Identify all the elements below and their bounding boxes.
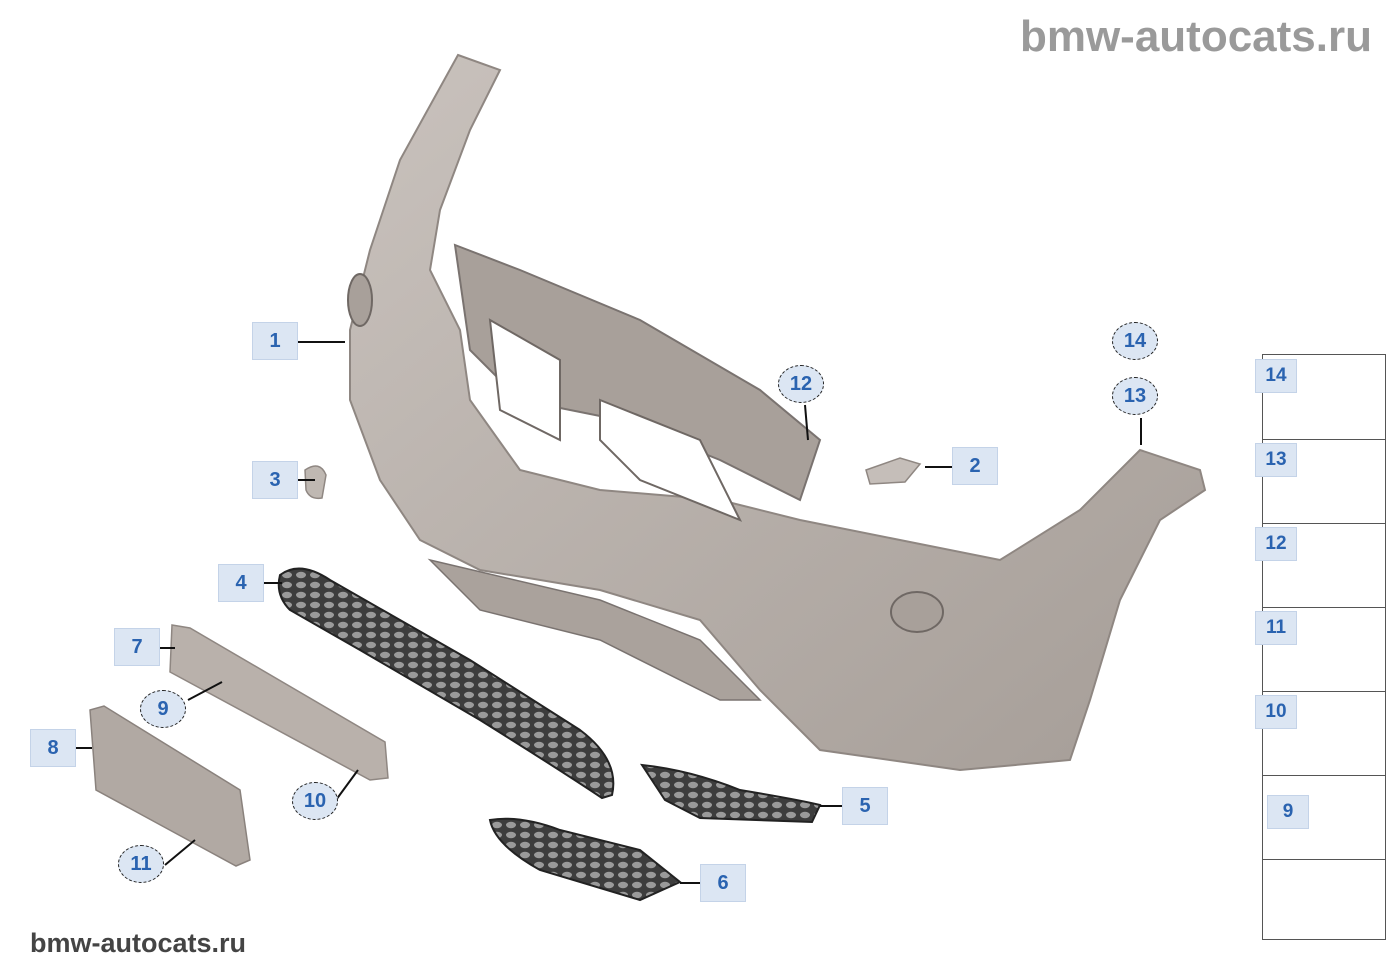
tow-hook-cover [865, 457, 922, 485]
cover-left [304, 465, 327, 500]
legend-number: 13 [1255, 443, 1297, 477]
legend-row-11: 11 [1255, 607, 1385, 692]
callout-2: 2 [952, 447, 998, 485]
fastener-legend: 14 13 12 11 10 9 [1255, 354, 1386, 940]
watermark-bottom: bmw-autocats.ru [30, 928, 247, 958]
callout-13: 13 [1112, 377, 1158, 415]
callout-3: 3 [252, 461, 298, 499]
callout-7: 7 [114, 628, 160, 666]
legend-number: 12 [1255, 527, 1297, 561]
callout-11: 11 [118, 845, 164, 883]
callout-4: 4 [218, 564, 264, 602]
watermark-top: bmw-autocats.ru [1019, 12, 1372, 61]
callout-14: 14 [1112, 322, 1158, 360]
legend-row-footer [1263, 859, 1385, 939]
callout-9: 9 [140, 690, 186, 728]
legend-row-12: 12 [1255, 523, 1385, 608]
callout-10: 10 [292, 782, 338, 820]
legend-number: 9 [1267, 795, 1309, 829]
legend-row-14: 14 [1255, 355, 1385, 440]
grille-right [640, 763, 822, 824]
callout-12: 12 [778, 365, 824, 403]
legend-number: 10 [1255, 695, 1297, 729]
license-plate-base [89, 705, 251, 867]
callout-6: 6 [700, 864, 746, 902]
bumper-trim-panel [347, 53, 1207, 772]
leader-lines [75, 341, 1142, 884]
license-plate-bracket [169, 624, 389, 781]
legend-row-13: 13 [1255, 439, 1385, 524]
legend-row-9: 9 [1263, 775, 1385, 860]
grille-left [488, 817, 682, 902]
callout-8: 8 [30, 729, 76, 767]
legend-number: 11 [1255, 611, 1297, 645]
callout-1: 1 [252, 322, 298, 360]
legend-number: 14 [1255, 359, 1297, 393]
callout-5: 5 [842, 787, 888, 825]
legend-row-10: 10 [1255, 691, 1385, 776]
lower-grille [277, 567, 615, 800]
